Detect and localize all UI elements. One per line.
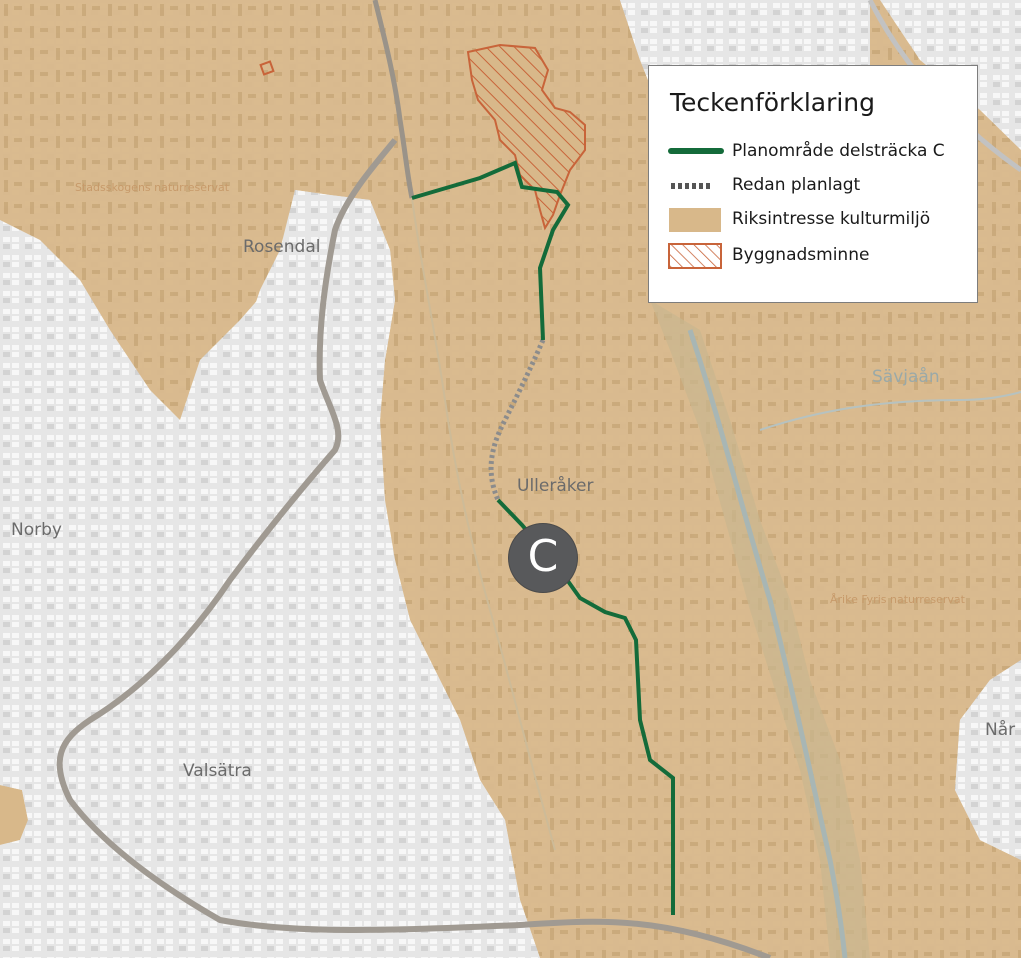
solid-green-line-icon: [668, 148, 724, 154]
road-north-south: [372, 0, 415, 199]
place-label-rosendal: Rosendal: [243, 237, 321, 257]
river-savjaan: [687, 329, 848, 958]
road-main-west: [56, 138, 772, 958]
dotted-grey-line-icon: [671, 183, 711, 189]
river-tributary: [759, 391, 1021, 431]
byggnadsminne-area: [466, 43, 586, 231]
place-label-savjaan: Sävjaån: [872, 367, 940, 387]
planomrade-line-north: [411, 160, 571, 341]
place-label-arike-fyris: Årike Fyris naturreservat: [830, 593, 965, 606]
place-label-valsatra: Valsätra: [183, 761, 252, 781]
riksintresse-area-southwest: [0, 785, 28, 845]
urban-area-east: [955, 660, 1021, 860]
urban-area-south: [0, 510, 540, 958]
legend-panel: Teckenförklaring Planområde delsträcka C…: [648, 65, 978, 303]
legend-label-planomrade: Planområde delsträcka C: [732, 141, 945, 161]
place-label-norby: Norby: [11, 520, 62, 540]
place-label-nar: Når: [985, 720, 1016, 740]
legend-label-redan-planlagt: Redan planlagt: [732, 175, 861, 195]
route-marker-c[interactable]: C: [509, 524, 577, 592]
legend-label-riksintresse: Riksintresse kulturmiljö: [732, 209, 931, 229]
tan-fill-icon: [669, 208, 721, 232]
place-label-stadsskogen: Stadsskogens naturreservat: [75, 181, 230, 194]
hatched-orange-fill-icon: [668, 243, 722, 269]
legend-title: Teckenförklaring: [670, 88, 876, 117]
byggnadsminne-small: [259, 60, 275, 76]
legend-label-byggnadsminne: Byggnadsminne: [732, 245, 870, 265]
place-label-ulleraker: Ulleråker: [517, 476, 594, 496]
redan-planlagt-line: [488, 339, 546, 501]
road-rail: [411, 197, 556, 851]
